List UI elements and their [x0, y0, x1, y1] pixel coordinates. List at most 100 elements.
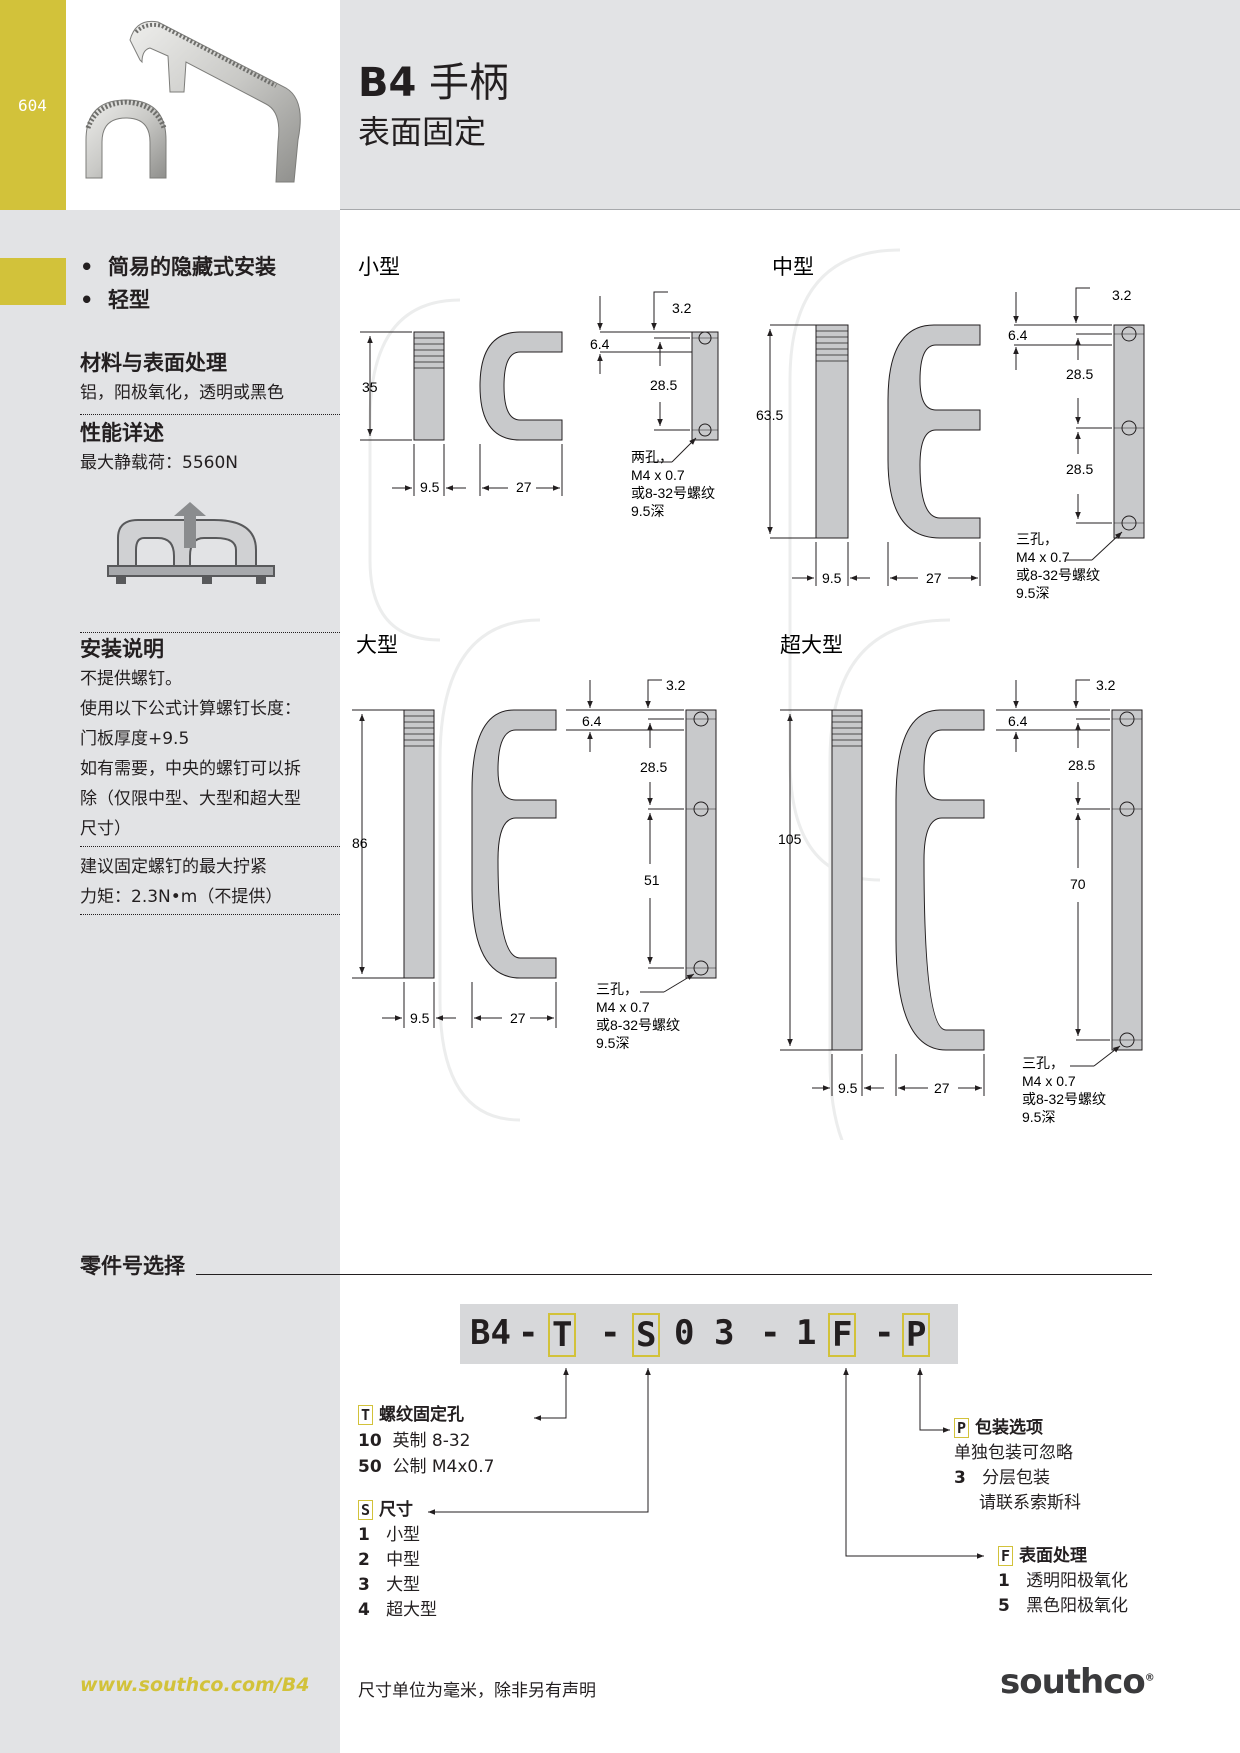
- dim-hole: 3.2: [1112, 287, 1132, 303]
- units-note: 尺寸单位为毫米，除非另有声明: [358, 1681, 596, 1701]
- performance-section: 性能详述 最大静载荷：5560N: [80, 418, 340, 478]
- install-line: 使用以下公式计算螺钉长度：: [80, 699, 301, 719]
- divider: [80, 632, 340, 633]
- performance-heading: 性能详述: [80, 421, 164, 445]
- pn-separator: -: [518, 1313, 539, 1353]
- torque-line: 力矩：2.3N•m（不提供）: [80, 887, 283, 907]
- materials-section: 材料与表面处理 铝，阳极氧化，透明或黑色: [80, 348, 340, 408]
- install-line: 尺寸）: [80, 819, 131, 839]
- part-number-box: [460, 1304, 958, 1364]
- feature-list: • 简易的隐藏式安装 • 轻型: [80, 251, 340, 317]
- legend-title: 螺纹固定孔: [379, 1405, 465, 1425]
- legend-tag: S: [358, 1500, 374, 1520]
- dim-width: 9.5: [838, 1080, 858, 1096]
- page-title: B4 手柄: [358, 60, 510, 106]
- pn-separator: -: [760, 1313, 781, 1353]
- dim-spacing: 28.5: [1066, 366, 1093, 382]
- part-number-connectors: [428, 1368, 984, 1559]
- dim-depth: 27: [934, 1080, 950, 1096]
- dim-height: 63.5: [756, 407, 783, 423]
- drawing-small: 小型 35 9.5 27 6.4 3.2 28.5: [358, 256, 719, 519]
- legend-option: 2 中型: [358, 1550, 421, 1570]
- dim-height: 105: [778, 831, 802, 847]
- drawing-label: 小型: [358, 256, 400, 279]
- pn-packaging-code: P: [902, 1313, 931, 1357]
- divider: [80, 414, 340, 415]
- dim-spacing: 70: [1070, 876, 1086, 892]
- pn-digit: 0: [674, 1313, 695, 1353]
- legend-title: 尺寸: [379, 1500, 414, 1520]
- dim-depth: 27: [510, 1010, 526, 1026]
- accent-tab: [0, 258, 66, 305]
- materials-text: 铝，阳极氧化，透明或黑色: [80, 383, 284, 403]
- divider: [196, 1274, 1152, 1275]
- legend-option: 4 超大型: [358, 1600, 438, 1620]
- page-number: 604: [18, 96, 47, 115]
- pn-digit: 1: [796, 1313, 817, 1353]
- materials-heading: 材料与表面处理: [80, 351, 227, 375]
- pn-separator: -: [600, 1313, 621, 1353]
- install-heading: 安装说明: [80, 637, 164, 661]
- drawing-label: 超大型: [780, 634, 843, 657]
- legend-tag: F: [998, 1546, 1014, 1566]
- footer-url-link[interactable]: www.southco.com/B4: [80, 1674, 310, 1696]
- install-line: 门板厚度+9.5: [80, 729, 190, 749]
- dim-spacing: 28.5: [1068, 757, 1095, 773]
- dim-width: 9.5: [410, 1010, 430, 1026]
- legend-tag: T: [358, 1405, 374, 1425]
- legend-option: 1 透明阳极氧化: [998, 1571, 1129, 1591]
- legend-option: 3 分层包装: [954, 1468, 1051, 1488]
- pn-finish-code: F: [828, 1313, 857, 1357]
- dim-spacing: 28.5: [650, 377, 677, 393]
- legend-note: 请联系索斯科: [979, 1493, 1081, 1513]
- technical-drawings: 小型 35 9.5 27 6.4 3.2 28.5: [352, 248, 1145, 1140]
- legend-option: 1 小型: [358, 1525, 421, 1545]
- legend-option: 3 大型: [358, 1575, 421, 1595]
- dim-hole: 3.2: [666, 677, 686, 693]
- dim-spacing: 51: [644, 872, 660, 888]
- dim-hole: 3.2: [1096, 677, 1116, 693]
- dim-offset: 6.4: [590, 336, 610, 352]
- header-band: [340, 0, 1240, 210]
- part-number-heading: 零件号选择: [80, 1254, 185, 1278]
- drawing-large: 大型 86 9.5 27 6.4 3.2: [352, 634, 717, 1051]
- torque-section: 建议固定螺钉的最大拧紧 力矩：2.3N•m（不提供）: [80, 852, 340, 912]
- dim-spacing: 28.5: [1066, 461, 1093, 477]
- install-line: 如有需要，中央的螺钉可以拆: [80, 759, 301, 779]
- divider: [80, 846, 340, 847]
- accent-bar: [0, 0, 66, 210]
- legend-title: 表面处理: [1019, 1546, 1088, 1566]
- dim-offset: 6.4: [1008, 713, 1028, 729]
- torque-line: 建议固定螺钉的最大拧紧: [80, 857, 267, 877]
- feature-item: • 简易的隐藏式安装: [80, 255, 277, 279]
- legend-option: 10 英制 8-32: [358, 1431, 471, 1451]
- load-diagram: [104, 500, 284, 604]
- drawing-label: 中型: [772, 256, 814, 279]
- dim-offset: 6.4: [582, 713, 602, 729]
- legend-title: 包装选项: [975, 1418, 1044, 1438]
- dim-hole: 3.2: [672, 300, 692, 316]
- install-section: 安装说明 不提供螺钉。 使用以下公式计算螺钉长度： 门板厚度+9.5 如有需要，…: [80, 634, 340, 844]
- dim-height: 35: [362, 379, 378, 395]
- pn-prefix: B4: [470, 1313, 511, 1353]
- drawing-label: 大型: [356, 634, 398, 657]
- dim-width: 9.5: [420, 479, 440, 495]
- install-line: 除（仅限中型、大型和超大型: [80, 789, 301, 809]
- legend-tag: P: [954, 1418, 970, 1438]
- legend-option: 50 公制 M4x0.7: [358, 1457, 495, 1477]
- pn-thread-code: T: [548, 1313, 577, 1357]
- pn-size-code: S: [632, 1313, 661, 1357]
- dim-depth: 27: [516, 479, 532, 495]
- legend-option: 5 黑色阳极氧化: [998, 1596, 1129, 1616]
- dim-height: 86: [352, 835, 368, 851]
- product-photo: [66, 0, 340, 210]
- dim-spacing: 28.5: [640, 759, 667, 775]
- dim-width: 9.5: [822, 570, 842, 586]
